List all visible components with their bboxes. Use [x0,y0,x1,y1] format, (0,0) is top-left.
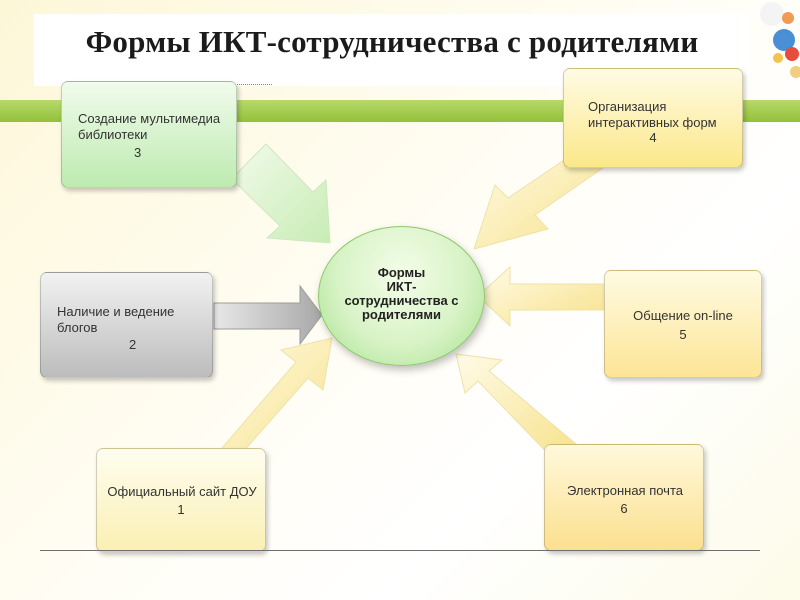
node-official-website: Официальный сайт ДОУ 1 [96,448,266,552]
node-number: 1 [177,502,185,517]
node-blogs: Наличие и ведение блогов 2 [40,272,213,378]
node-label: Общение on-line [633,308,733,323]
center-label: Формы ИКТ- сотрудничества с родителями [344,265,459,322]
node-email: Электронная почта 6 [544,444,704,551]
node-number: 5 [679,327,687,342]
node-number: 6 [620,501,628,516]
node-label: Организация интерактивных форм [588,99,717,130]
center-ellipse: Формы ИКТ- сотрудничества с родителями [318,226,485,366]
arrow-5-to-center [477,265,605,328]
slide-title: Формы ИКТ-сотрудничества с родителями [85,24,699,59]
node-interactive-forms: Организация интерактивных форм 4 [563,68,743,168]
node-number: 3 [134,145,142,160]
corner-decoration [760,2,800,78]
node-label: Электронная почта [566,483,683,498]
arrow-4-to-center [473,147,604,250]
node-label: Создание мультимедиа библиотеки [78,111,221,142]
node-multimedia-library: Создание мультимедиа библиотеки 3 [61,81,237,188]
arrow-3-to-center [231,143,331,244]
bottom-rule [40,550,760,551]
node-online-communication: Общение on-line 5 [604,270,762,378]
arrow-1-to-center [201,337,333,471]
arrow-6-to-center [455,353,577,463]
node-label: Официальный сайт ДОУ [107,484,257,499]
arrow-2-to-center [213,284,323,346]
node-number: 2 [129,337,137,352]
node-number: 4 [649,130,657,145]
node-label: Наличие и ведение блогов [57,304,175,335]
